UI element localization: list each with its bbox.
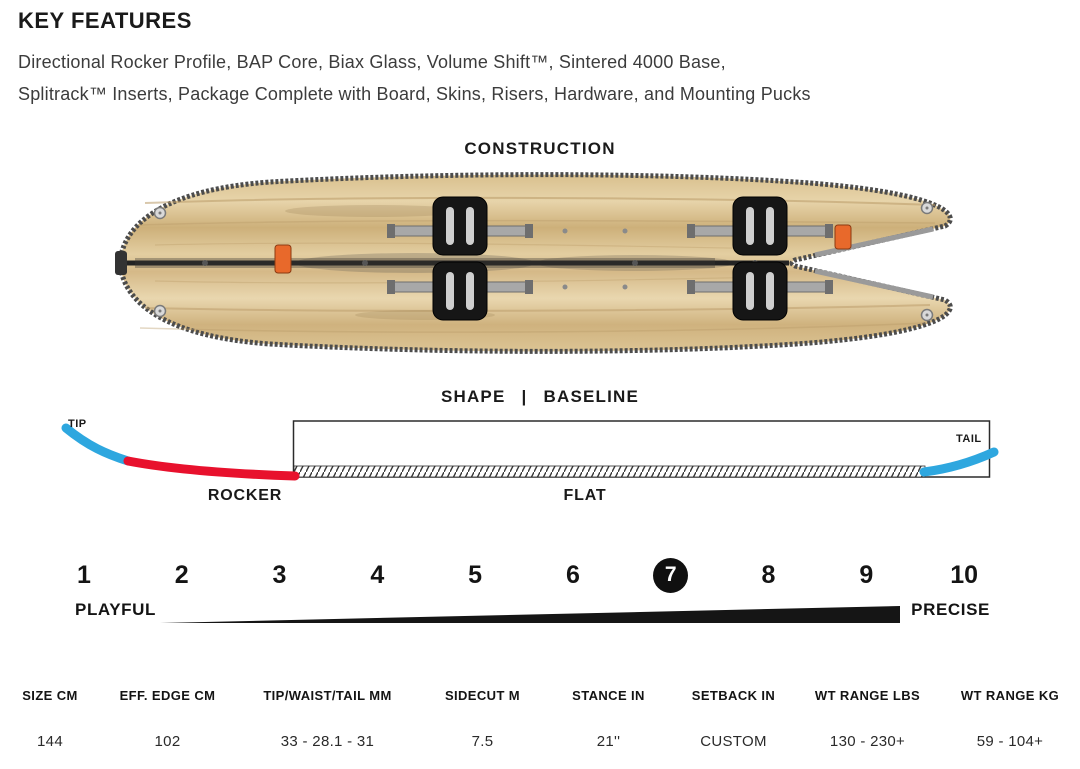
tail-rail-bottom	[814, 268, 934, 300]
key-features-line-1: Directional Rocker Profile, BAP Core, Bi…	[18, 52, 726, 72]
key-features-title: KEY FEATURES	[18, 8, 192, 33]
split-clip-right	[834, 224, 852, 250]
playful-label: PLAYFUL	[75, 600, 157, 619]
spec-table: SIZE CM EFF. EDGE CM TIP/WAIST/TAIL MM S…	[0, 688, 1080, 750]
tail-rail-top	[814, 226, 934, 258]
flat-label: FLAT	[563, 487, 607, 504]
split-clip-left	[274, 244, 292, 274]
spec-header-wt-kg: WT RANGE KG	[960, 688, 1060, 703]
spec-value-row: 144 102 33 - 28.1 - 31 7.5 21'' CUSTOM 1…	[0, 733, 1080, 750]
spec-header-setback: SETBACK IN	[691, 688, 776, 703]
scale-number-3: 3	[272, 560, 287, 589]
splitboard-illustration	[115, 163, 965, 363]
scale-number-7-selected: 7	[622, 556, 720, 594]
precise-label: PRECISE	[911, 600, 990, 619]
tip-label: TIP	[68, 418, 87, 430]
profile-curves	[61, 420, 999, 481]
scale-number-4: 4	[370, 560, 385, 589]
spec-value-setback: CUSTOM	[700, 733, 767, 750]
scale-number-1: 1	[76, 560, 91, 589]
spec-header-wt-lbs: WT RANGE LBS	[814, 688, 921, 703]
binding-puck	[732, 261, 788, 321]
shape-title-text: SHAPE	[440, 387, 506, 406]
splitboard-top-view	[115, 172, 953, 354]
spec-value-wt-lbs: 130 - 230+	[829, 733, 906, 750]
binding-puck	[732, 196, 788, 256]
binding-puck	[432, 261, 488, 321]
shape-baseline-title: SHAPE | BASELINE	[0, 387, 1080, 407]
binding-puck	[432, 196, 488, 256]
binding-pucks	[432, 196, 788, 321]
scale-number-5: 5	[468, 560, 483, 589]
spec-value-wt-kg: 59 - 104+	[976, 733, 1044, 750]
scale-number-10: 10	[950, 560, 978, 589]
feel-scale: 1 2 3 4 5 6 7 8 9 10 PLAYFUL PRECISE	[0, 556, 1080, 636]
title-separator: |	[521, 387, 528, 406]
spec-header-stance: STANCE IN	[572, 688, 645, 703]
spec-header-size-cm: SIZE CM	[22, 688, 78, 703]
spec-value-size-cm: 144	[37, 733, 63, 750]
spec-header-tip-waist-tail: TIP/WAIST/TAIL MM	[263, 688, 392, 703]
scale-number-2: 2	[174, 560, 189, 589]
feel-scale-numbers: 1 2 3 4 5 6 7 8 9 10	[35, 556, 1013, 594]
scale-number-8: 8	[761, 560, 776, 589]
spec-header-row: SIZE CM EFF. EDGE CM TIP/WAIST/TAIL MM S…	[0, 688, 1080, 703]
tail-label: TAIL	[956, 433, 982, 445]
board-screws	[153, 201, 934, 322]
spec-header-sidecut: SIDECUT M	[444, 688, 521, 703]
spec-value-sidecut: 7.5	[471, 733, 494, 750]
spec-value-tip-waist-tail: 33 - 28.1 - 31	[280, 733, 375, 750]
profile-diagram: TIP TAIL ROCKER FLAT	[0, 412, 1080, 527]
spec-value-stance: 21''	[596, 733, 621, 750]
key-features-section: KEY FEATURES Directional Rocker Profile,…	[18, 8, 1018, 110]
rocker-label: ROCKER	[207, 487, 283, 504]
key-features-line-2: Splitrack™ Inserts, Package Complete wit…	[18, 84, 811, 104]
scale-wedge	[160, 606, 900, 623]
spec-value-eff-edge: 102	[154, 733, 181, 750]
tip-curve	[61, 423, 133, 466]
spec-header-eff-edge: EFF. EDGE CM	[119, 688, 216, 703]
scale-number-9: 9	[859, 560, 874, 589]
rocker-curve	[123, 456, 300, 481]
construction-title: CONSTRUCTION	[464, 139, 616, 158]
tail-curve	[919, 447, 999, 477]
flat-hatch-bar	[293, 465, 926, 478]
baseline-title-text: BASELINE	[543, 387, 640, 406]
scale-number-6: 6	[565, 560, 580, 589]
nose-hook	[115, 251, 127, 275]
